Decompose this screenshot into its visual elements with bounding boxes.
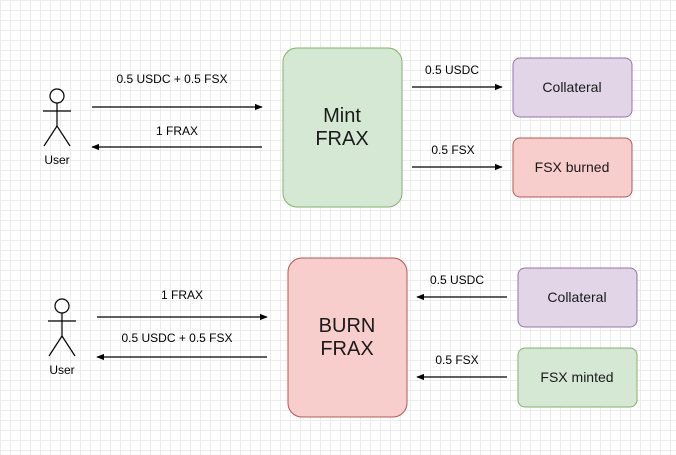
mint-to-collateral-label: 0.5 USDC (425, 63, 479, 77)
mint-fsx-burned-label: FSX burned (535, 159, 610, 175)
mint-frax-box[interactable] (282, 47, 403, 208)
fsx-to-burn-label: 0.5 FSX (435, 353, 478, 367)
mint-to-fsx-label: 0.5 FSX (431, 143, 474, 157)
burn-section: User 1 FRAX 0.5 USDC + 0.5 FSX BURN FRAX… (48, 257, 638, 418)
mint-user-label: User (44, 153, 69, 167)
burn-user-to-process-label: 1 FRAX (161, 288, 203, 302)
burn-process-to-user-label: 0.5 USDC + 0.5 FSX (121, 331, 232, 345)
burn-user-label: User (49, 363, 74, 377)
mint-fsx-burned-box[interactable] (512, 137, 633, 198)
burn-user-actor[interactable] (48, 298, 76, 357)
burn-frax-box[interactable] (287, 257, 408, 418)
burn-collateral-label: Collateral (547, 289, 606, 305)
burn-fsx-minted-label: FSX minted (540, 369, 613, 385)
mint-section: User 0.5 USDC + 0.5 FSX 1 FRAX Mint FRAX… (43, 47, 633, 208)
burn-fsx-minted-box[interactable] (517, 347, 638, 408)
mint-collateral-label: Collateral (542, 79, 601, 95)
mint-user-actor[interactable] (43, 88, 71, 147)
mint-process-to-user-label: 1 FRAX (156, 124, 198, 138)
mint-frax-title-line1: Mint (323, 105, 361, 127)
mint-user-to-process-label: 0.5 USDC + 0.5 FSX (116, 72, 227, 86)
mint-collateral-box[interactable] (512, 57, 633, 118)
burn-collateral-box[interactable] (517, 267, 638, 328)
burn-frax-title-line1: BURN (319, 315, 376, 337)
mint-frax-title-line2: FRAX (315, 128, 368, 150)
burn-frax-title-line2: FRAX (320, 338, 373, 360)
collateral-to-burn-label: 0.5 USDC (430, 273, 484, 287)
